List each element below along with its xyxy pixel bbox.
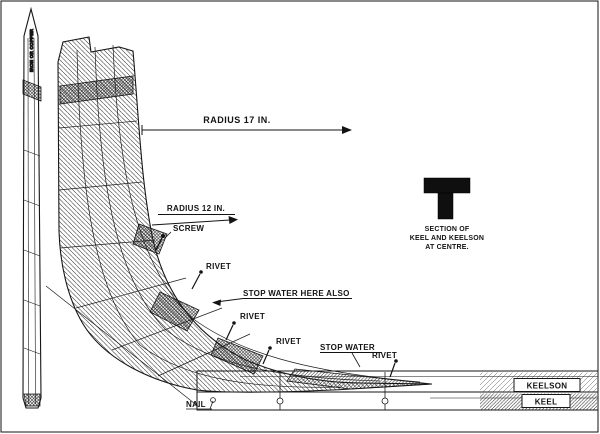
rivet-label-4: RIVET <box>372 351 397 360</box>
keel-label: KEEL <box>535 398 558 407</box>
stem-band-label: IRON OR COPPER <box>29 28 34 72</box>
keel-joints <box>210 372 389 410</box>
rivet-annotation-2: RIVET <box>225 312 265 341</box>
radius-17-arrowhead <box>342 126 352 134</box>
rivet-pin-head-3 <box>268 346 272 350</box>
stop-water-leader <box>351 352 361 368</box>
stop-water-here-also-annotation: STOP WATER HERE ALSO <box>212 289 352 306</box>
radius-12-annotation: RADIUS 12 IN. <box>151 204 238 226</box>
screw-annotation: SCREW <box>155 224 204 251</box>
scarf-wedge-3 <box>210 337 264 375</box>
rivet-pin-2 <box>225 324 234 341</box>
nail-leader <box>209 400 214 410</box>
keel-assembly: KEELSON KEEL <box>196 370 599 411</box>
screw-label: SCREW <box>173 224 204 233</box>
section-caption-line2: KEEL AND KEELSON <box>410 235 484 242</box>
stop-water-here-also-arrowhead <box>212 299 221 306</box>
stem-band-ticks <box>23 149 41 355</box>
stop-water-here-also-leader <box>215 298 352 303</box>
keelson-label-box <box>513 378 581 392</box>
radius-17-annotation: RADIUS 17 IN. <box>141 115 352 135</box>
section-t-stem <box>437 192 454 220</box>
screw-symbol-shank <box>155 237 163 251</box>
stem-band-heel-band <box>23 393 41 407</box>
radius-12-arrowhead <box>228 216 238 224</box>
rivet-label-1: RIVET <box>206 262 231 271</box>
stem-band-joint-band <box>22 79 42 102</box>
screw-symbol-head <box>161 234 165 238</box>
section-caption-line3: AT CENTRE. <box>425 244 468 251</box>
scarf-wedge-2 <box>149 291 200 332</box>
stop-water-label: STOP WATER <box>320 343 375 352</box>
stem-band-side-view: IRON OR COPPER <box>22 6 42 409</box>
rivet-pin-3 <box>262 349 270 365</box>
rivet-label-2: RIVET <box>240 312 265 321</box>
bearding-line <box>45 285 200 408</box>
nail-label: NAIL <box>186 400 206 409</box>
rivet-annotation-4: RIVET <box>372 351 398 378</box>
scarf-joint-band-top <box>59 75 134 105</box>
radius-17-label: RADIUS 17 IN. <box>203 115 271 125</box>
rivet-pin-4 <box>389 362 396 378</box>
keel-label-box <box>521 394 571 408</box>
section-t-bar <box>423 177 471 194</box>
rivet-pin-head-4 <box>394 359 398 363</box>
keelson-label: KEELSON <box>527 382 568 391</box>
joint-lines <box>58 120 251 377</box>
keel-strip <box>196 391 599 411</box>
screw-leader <box>164 231 172 239</box>
rivet-pin-head-2 <box>232 321 236 325</box>
rivet-pin-1 <box>191 273 201 290</box>
rivet-annotation-1: RIVET <box>191 262 231 290</box>
rivet-pin-head-1 <box>199 270 203 274</box>
section-caption-line1: SECTION OF <box>425 226 470 233</box>
fastening-annotations: SCREW RIVET STOP WATER HERE ALSO RIVET R… <box>155 224 398 410</box>
stop-water-here-also-label: STOP WATER HERE ALSO <box>243 289 350 298</box>
radius-12-label: RADIUS 12 IN. <box>167 204 225 213</box>
radius-12-shaft <box>151 219 231 226</box>
bolt-hole-2 <box>381 397 389 405</box>
stem-keel-scarf-taper <box>286 368 433 390</box>
keel-section-icon: SECTION OF KEEL AND KEELSON AT CENTRE. <box>410 177 484 251</box>
bolt-hole-1 <box>276 397 284 405</box>
rivet-label-3: RIVET <box>276 337 301 346</box>
nail-annotation: NAIL <box>186 400 214 410</box>
stem-knee <box>45 36 433 408</box>
rivet-annotation-3: RIVET <box>262 337 301 365</box>
stop-water-annotation: STOP WATER <box>320 343 382 368</box>
nail-hole <box>210 397 216 403</box>
